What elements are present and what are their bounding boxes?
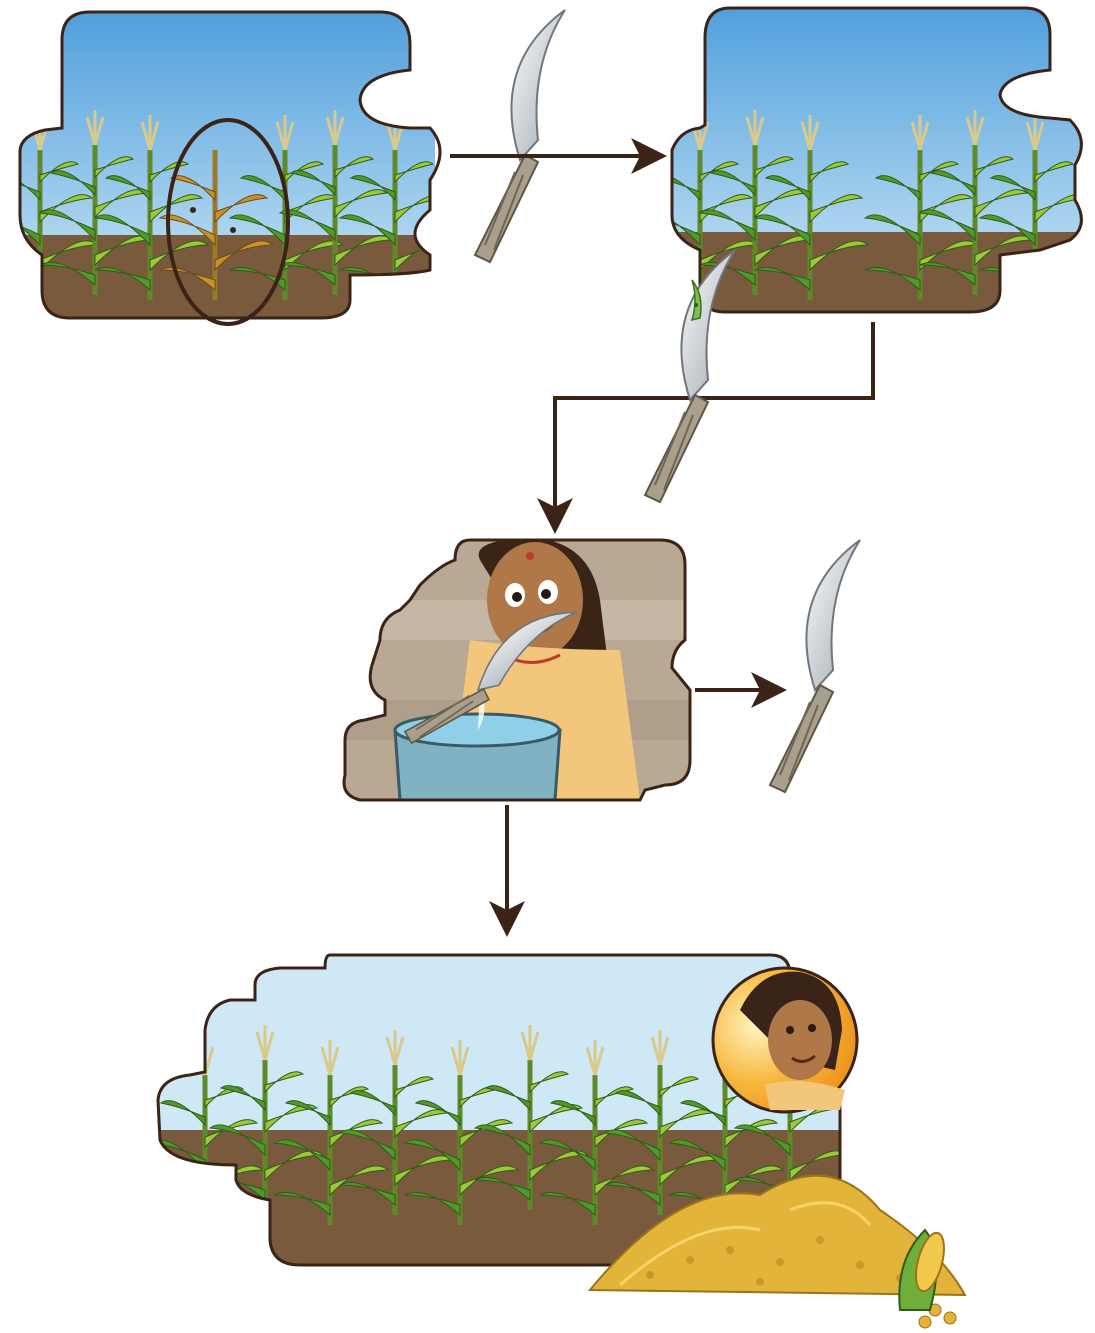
arrow-to-disinfect [555,322,873,525]
disinfect-tool-panel [340,535,700,805]
happy-farmer-portrait [713,968,857,1112]
sickle-icon [475,10,565,262]
soil-band [15,235,435,325]
clean-sickle-icon [770,540,860,792]
infected-field-panel [0,10,453,325]
healthy-harvest-panel [150,950,965,1328]
